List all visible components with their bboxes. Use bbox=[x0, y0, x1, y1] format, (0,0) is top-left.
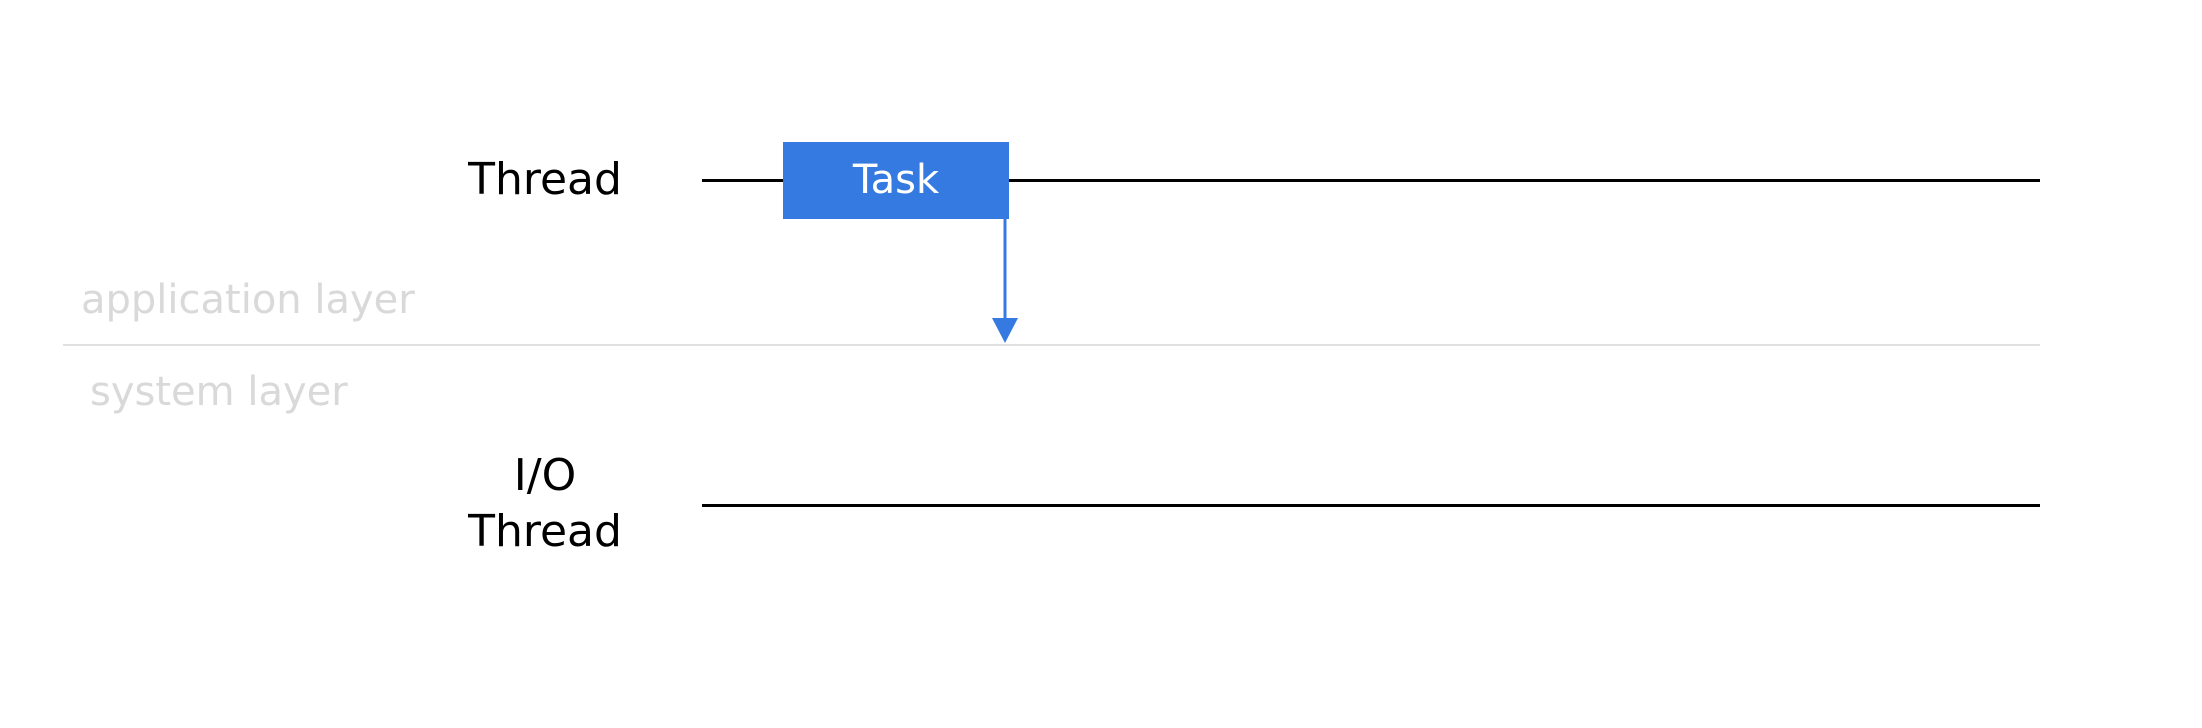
thread-lane-label: Thread bbox=[468, 154, 622, 205]
system-layer-label: system layer bbox=[90, 369, 348, 415]
application-layer-label: application layer bbox=[81, 277, 415, 323]
task-label: Task bbox=[852, 157, 940, 203]
io-thread-timeline bbox=[702, 504, 2040, 507]
io-thread-lane-label: I/O Thread bbox=[425, 448, 665, 560]
task-to-system-arrow bbox=[992, 219, 1018, 343]
task-block: Task bbox=[783, 142, 1009, 219]
thread-timeline bbox=[702, 179, 2040, 182]
io-label-line-2: Thread bbox=[468, 506, 622, 557]
layer-divider bbox=[63, 344, 2040, 346]
io-label-line-1: I/O bbox=[513, 450, 577, 501]
arrow-head bbox=[992, 318, 1018, 343]
